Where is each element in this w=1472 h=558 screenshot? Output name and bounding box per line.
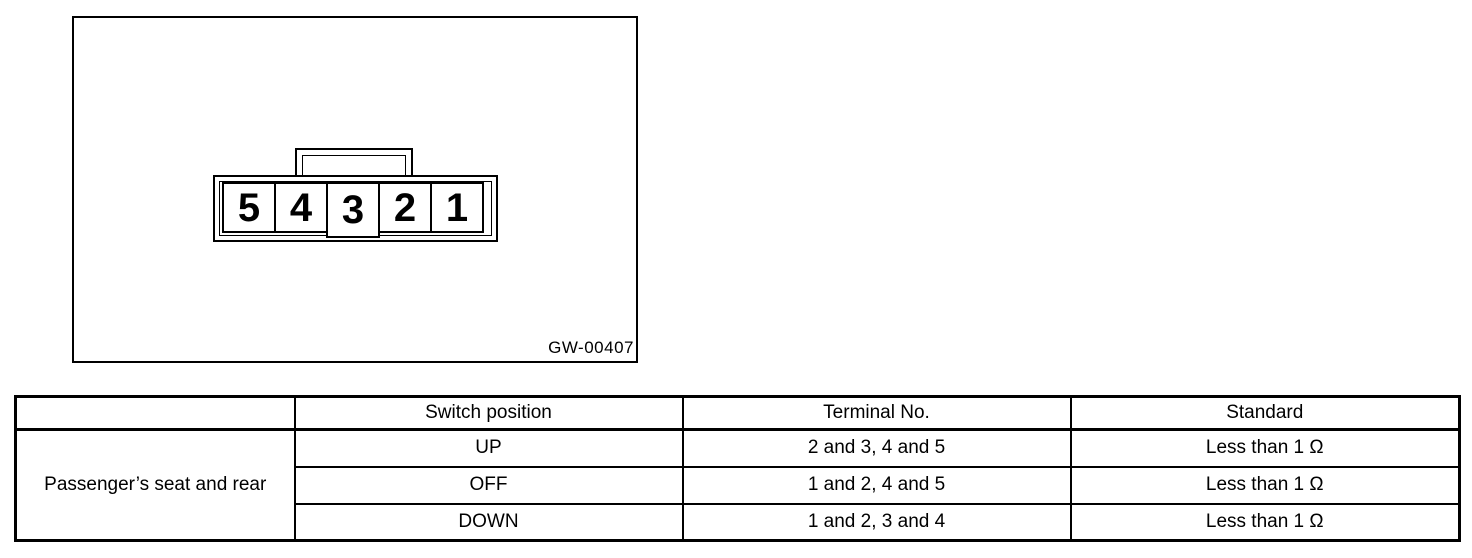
- table-row-off: OFF 1 and 2, 4 and 5 Less than 1 Ω: [16, 465, 1461, 505]
- terminal-cell-1: 1: [430, 182, 484, 233]
- connector-figure: 5 4 3 2 1 GW-00407: [72, 16, 638, 363]
- terminal-cell-4: 4: [274, 182, 328, 233]
- terminal-no-down: 1 and 2, 3 and 4: [681, 502, 1072, 542]
- terminal-cell-2: 2: [378, 182, 432, 233]
- terminal-no-up: 2 and 3, 4 and 5: [681, 428, 1072, 468]
- header-row: Switch position Terminal No. Standard: [14, 395, 1461, 431]
- terminal-cell-5: 5: [222, 182, 276, 233]
- row-group-label: Passenger’s seat and rear: [14, 428, 296, 542]
- standard-off: Less than 1 Ω: [1069, 465, 1461, 505]
- terminal-cell-3: 3: [326, 182, 380, 238]
- table-row-down: DOWN 1 and 2, 3 and 4 Less than 1 Ω: [16, 502, 1461, 542]
- terminal-no-off: 1 and 2, 4 and 5: [681, 465, 1072, 505]
- col-header-blank: [14, 395, 296, 431]
- col-header-switch-position: Switch position: [293, 395, 684, 431]
- connector-body: 5 4 3 2 1: [213, 175, 498, 242]
- switch-position-up: UP: [293, 428, 684, 468]
- standard-up: Less than 1 Ω: [1069, 428, 1461, 468]
- figure-id-label: GW-00407: [548, 338, 634, 357]
- terminal-row: 5 4 3 2 1: [222, 182, 484, 238]
- switch-position-off: OFF: [293, 465, 684, 505]
- switch-position-down: DOWN: [293, 502, 684, 542]
- continuity-spec-table: Switch position Terminal No. Standard Pa…: [14, 395, 1461, 542]
- col-header-terminal-no: Terminal No.: [681, 395, 1072, 431]
- standard-down: Less than 1 Ω: [1069, 502, 1461, 542]
- table-row-up: Passenger’s seat and rear UP 2 and 3, 4 …: [14, 428, 1461, 542]
- col-header-standard: Standard: [1069, 395, 1461, 431]
